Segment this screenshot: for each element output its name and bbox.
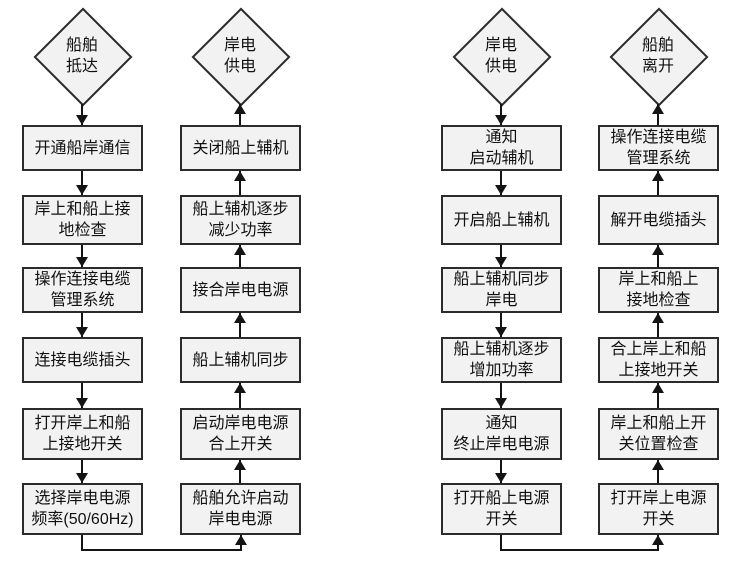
flow-column-shore-power-supply: 岸电 供电 通知 启动辅机 开启船上辅机 船上辅机同步 岸电 船上辅机逐步 增加… bbox=[441, 0, 562, 563]
step-box: 打开船上电源 开关 bbox=[441, 483, 562, 535]
flow-line bbox=[81, 383, 83, 408]
arrow-up-icon bbox=[234, 383, 246, 393]
step-box: 打开岸上和船 上接地开关 bbox=[22, 408, 143, 460]
flow-line bbox=[500, 383, 502, 408]
step-box: 操作连接电缆 管理系统 bbox=[22, 267, 143, 313]
step-box: 开启船上辅机 bbox=[441, 195, 562, 245]
flow-line bbox=[239, 245, 241, 267]
flow-line bbox=[81, 104, 83, 125]
connector-col3-col4-segment bbox=[500, 549, 659, 551]
arrow-up-icon bbox=[235, 535, 247, 545]
terminal-ship-arrival: 船舶 抵达 bbox=[33, 7, 133, 107]
step-box: 岸上和船上接 地检查 bbox=[22, 195, 143, 245]
flow-column-ship-arrival: 船舶 抵达 开通船岸通信 岸上和船上接 地检查 操作连接电缆 管理系统 连接电缆… bbox=[22, 0, 143, 563]
flow-line bbox=[500, 171, 502, 195]
arrow-down-icon bbox=[495, 257, 507, 267]
arrow-up-icon bbox=[234, 460, 246, 470]
arrow-down-icon bbox=[76, 115, 88, 125]
flow-line bbox=[239, 460, 241, 483]
step-box: 解开电缆插头 bbox=[598, 195, 719, 245]
flow-line bbox=[657, 245, 659, 267]
arrow-down-icon bbox=[495, 185, 507, 195]
flow-line bbox=[657, 383, 659, 408]
arrow-down-icon bbox=[495, 327, 507, 337]
arrow-down-icon bbox=[76, 257, 88, 267]
connector-col3-col4-segment bbox=[500, 535, 502, 551]
arrow-down-icon bbox=[495, 398, 507, 408]
step-box: 船上辅机逐步 减少功率 bbox=[180, 195, 301, 245]
terminal-shore-power-supply: 岸电 供电 bbox=[452, 7, 552, 107]
step-box: 开通船岸通信 bbox=[22, 125, 143, 171]
arrow-up-icon bbox=[652, 460, 664, 470]
flow-line bbox=[500, 313, 502, 337]
terminal-ship-departure: 船舶 离开 bbox=[609, 7, 709, 107]
terminal-label: 船舶 离开 bbox=[641, 37, 674, 75]
arrow-up-icon bbox=[234, 104, 246, 114]
flow-line bbox=[657, 313, 659, 337]
step-box: 通知 启动辅机 bbox=[441, 125, 562, 171]
step-box: 通知 终止岸电电源 bbox=[441, 408, 562, 460]
step-box: 岸上和船上开 关位置检查 bbox=[598, 408, 719, 460]
terminal-label: 船舶 抵达 bbox=[65, 37, 98, 75]
arrow-down-icon bbox=[76, 327, 88, 337]
arrow-down-icon bbox=[76, 398, 88, 408]
arrow-up-icon bbox=[652, 171, 664, 181]
step-box: 船上辅机同步 岸电 bbox=[441, 267, 562, 313]
step-box: 船上辅机逐步 增加功率 bbox=[441, 337, 562, 383]
step-box: 合上岸上和船 上接地开关 bbox=[598, 337, 719, 383]
arrow-down-icon bbox=[495, 115, 507, 125]
step-box: 船舶允许启动 岸电电源 bbox=[180, 483, 301, 535]
step-box: 启动岸电电源 合上开关 bbox=[180, 408, 301, 460]
flow-line bbox=[657, 104, 659, 125]
arrow-up-icon bbox=[652, 535, 664, 545]
arrow-up-icon bbox=[652, 313, 664, 323]
flow-line bbox=[239, 313, 241, 337]
flow-line bbox=[239, 171, 241, 195]
arrow-up-icon bbox=[234, 171, 246, 181]
arrow-up-icon bbox=[234, 245, 246, 255]
arrow-up-icon bbox=[652, 383, 664, 393]
flow-column-shore-power-on: 岸电 供电 关闭船上辅机 船上辅机逐步 减少功率 接合岸电电源 船上辅机同步 启… bbox=[180, 0, 301, 563]
step-box: 接合岸电电源 bbox=[180, 267, 301, 313]
flow-line bbox=[81, 245, 83, 267]
terminal-shore-power-on: 岸电 供电 bbox=[191, 7, 291, 107]
flow-line bbox=[500, 245, 502, 267]
step-box: 连接电缆插头 bbox=[22, 337, 143, 383]
connector-col1-col2-segment bbox=[81, 535, 83, 551]
arrow-down-icon bbox=[76, 473, 88, 483]
flow-line bbox=[239, 104, 241, 125]
flow-line bbox=[239, 383, 241, 408]
flow-line bbox=[81, 171, 83, 195]
flow-line bbox=[657, 460, 659, 483]
terminal-label: 岸电 供电 bbox=[484, 37, 517, 75]
arrow-up-icon bbox=[652, 104, 664, 114]
terminal-label: 岸电 供电 bbox=[223, 37, 256, 75]
flow-line bbox=[500, 104, 502, 125]
step-box: 打开岸上电源 开关 bbox=[598, 483, 719, 535]
step-box: 选择岸电电源 频率(50/60Hz) bbox=[22, 483, 143, 535]
arrow-down-icon bbox=[495, 473, 507, 483]
flow-column-ship-departure: 船舶 离开 操作连接电缆 管理系统 解开电缆插头 岸上和船上 接地检查 合上岸上… bbox=[598, 0, 719, 563]
flow-line bbox=[81, 313, 83, 337]
arrow-up-icon bbox=[652, 245, 664, 255]
step-box: 船上辅机同步 bbox=[180, 337, 301, 383]
step-box: 关闭船上辅机 bbox=[180, 125, 301, 171]
step-box: 岸上和船上 接地检查 bbox=[598, 267, 719, 313]
flow-line bbox=[657, 171, 659, 195]
flow-line bbox=[81, 460, 83, 483]
arrow-down-icon bbox=[76, 185, 88, 195]
arrow-up-icon bbox=[234, 313, 246, 323]
step-box: 操作连接电缆 管理系统 bbox=[598, 125, 719, 171]
connector-col1-col2-segment bbox=[81, 549, 242, 551]
flow-line bbox=[500, 460, 502, 483]
